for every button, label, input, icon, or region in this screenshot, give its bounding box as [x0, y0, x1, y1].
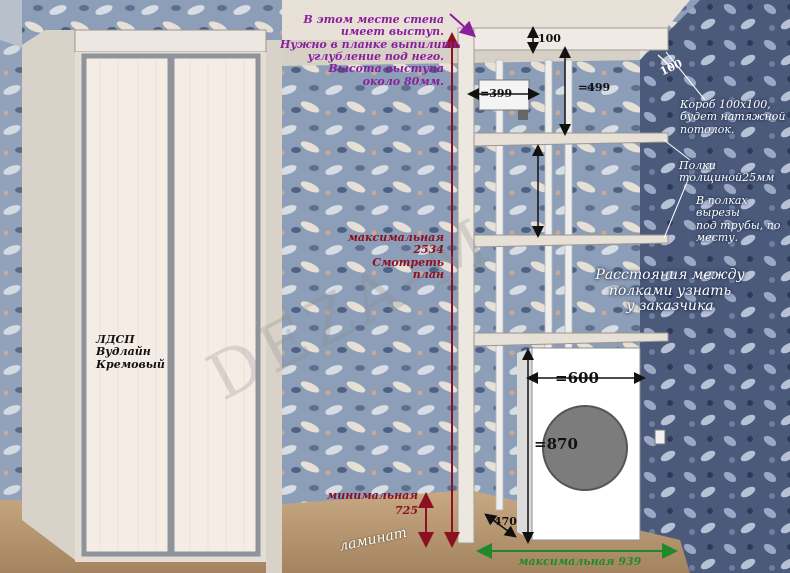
- cutouts-note: В полках вырезы под трубы, по месту.: [696, 194, 781, 244]
- wall-socket: [654, 429, 666, 445]
- box-note: Короб 100х100, будет натяжной потолок.: [680, 98, 786, 136]
- pipe-2: [544, 59, 553, 351]
- right-wall: [640, 0, 790, 573]
- min-height-label: минимальная: [326, 489, 418, 502]
- distance-note: Расстояния между полками узнать у заказч…: [595, 267, 745, 315]
- protrusion-note: В этом месте стена имеет выступ. Нужно в…: [280, 13, 461, 88]
- machine-width-dim: =600: [555, 369, 599, 387]
- pipe-3: [564, 59, 573, 351]
- shelf-3: [473, 332, 669, 347]
- min-height-value: 725: [395, 504, 418, 517]
- upper-height-dim: =499: [578, 81, 611, 94]
- top-gap-dim: 100: [538, 32, 561, 45]
- shelf-1: [473, 132, 669, 147]
- wardrobe-side: [22, 30, 75, 560]
- shelves-note: Полки толщиной25мм: [679, 159, 775, 185]
- max-height-note: максимальная 2534 Смотреть план: [347, 231, 444, 281]
- wardrobe-top-panel: [74, 29, 267, 53]
- max-width-dim: максимальная 939: [518, 555, 642, 568]
- washing-machine-drum: [542, 405, 628, 491]
- machine-gap-dim: 470: [494, 515, 517, 528]
- pipe-1: [495, 59, 504, 511]
- wardrobe-door-right: [169, 53, 261, 557]
- material-note: ЛДСП Вудлайн Кремовый: [96, 333, 165, 371]
- protrusion-pointer: [449, 13, 476, 38]
- meter-width-dim: =399: [480, 87, 513, 100]
- top-box-panel: [473, 27, 669, 51]
- machine-height-dim: =870: [534, 435, 578, 453]
- wardrobe-door-left: [81, 53, 173, 557]
- shelf-2: [473, 234, 669, 248]
